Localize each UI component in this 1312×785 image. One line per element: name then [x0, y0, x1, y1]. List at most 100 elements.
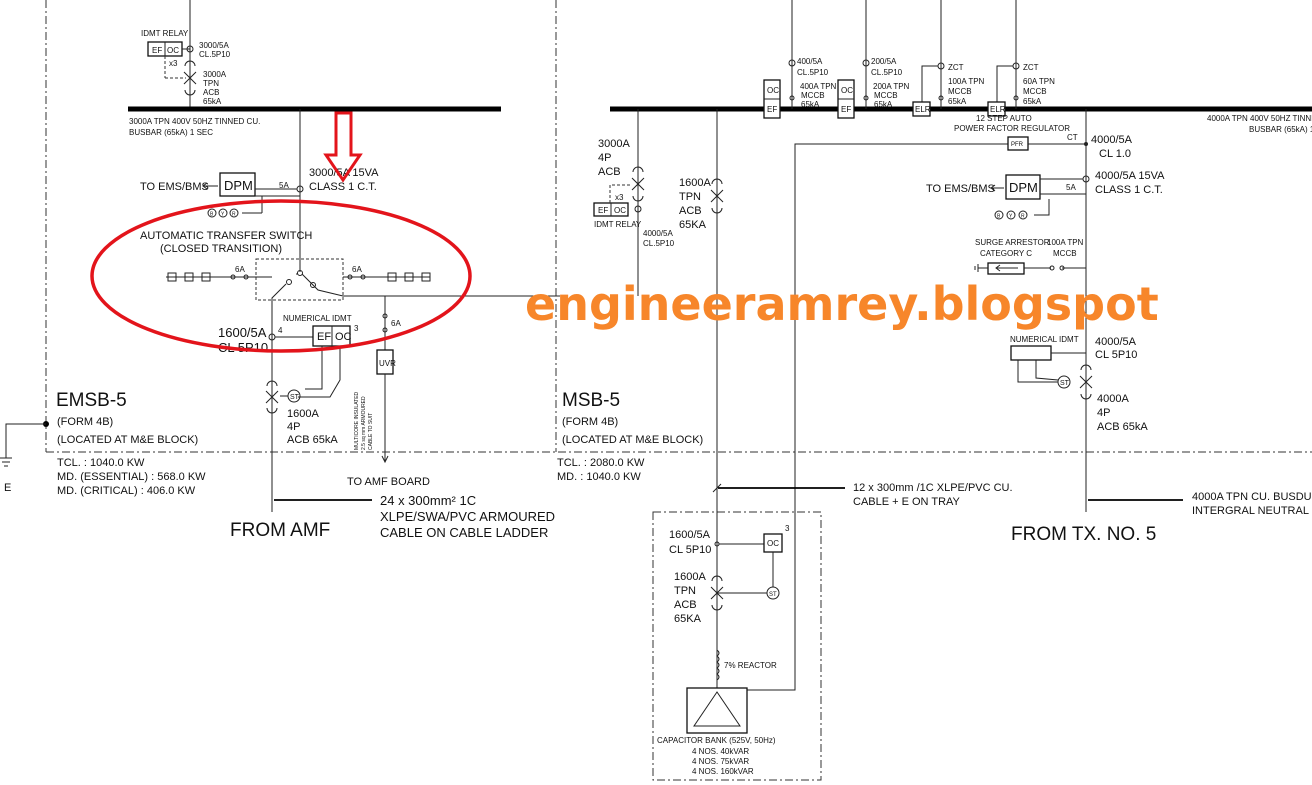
surge-arrestor-category: CATEGORY C	[980, 249, 1032, 258]
shunt-trip-label: ST	[1060, 380, 1070, 387]
md-essential-value: MD. (ESSENTIAL) : 568.0 KW	[57, 471, 206, 483]
pfr-label: PFR	[1011, 142, 1024, 148]
panel-form: (FORM 4B)	[562, 416, 618, 428]
elr-label: ELR	[915, 105, 931, 114]
ct-class-label: CL 5P10	[1095, 349, 1137, 361]
acb-type: ACB	[598, 166, 621, 178]
arrow-left-icon	[990, 184, 1004, 192]
panel-location: (LOCATED AT M&E BLOCK)	[57, 434, 198, 446]
shunt-trip-label: ST	[769, 592, 777, 598]
arrow-left-icon	[202, 182, 218, 190]
busbar-label: 4000A TPN 400V 50HZ TINNED	[1207, 114, 1312, 123]
acb-ka: 65kA	[203, 97, 222, 106]
idmt-count: 3	[354, 324, 359, 333]
ct-class-label: CL 1.0	[1099, 148, 1131, 160]
pfr-title: 12 STEP AUTO	[976, 114, 1032, 123]
ct-class-label: CLASS 1 C.T.	[309, 181, 377, 193]
busduct-label: 4000A TPN CU. BUSDU	[1192, 491, 1312, 503]
dpm-box	[1005, 174, 1041, 200]
acb-rating: 4000A	[1097, 393, 1129, 405]
ef-label: EF	[152, 46, 162, 55]
ct-label: 4000/5A 15VA	[1095, 170, 1165, 182]
acb-poles: 4P	[1097, 407, 1110, 419]
mccb-ka: 65kA	[874, 100, 893, 109]
cable-label: XLPE/SWA/PVC ARMOURED	[380, 509, 555, 524]
busbar-rating: BUSBAR (65kA) 1 SEC	[129, 128, 213, 137]
panel-location: (LOCATED AT M&E BLOCK)	[562, 434, 703, 446]
oc-label: OC	[167, 46, 179, 55]
elr-box	[912, 101, 931, 117]
oc-count: 3	[785, 524, 790, 533]
cable-label: CABLE TO SUIT	[368, 413, 374, 450]
oc-label: OC	[841, 86, 853, 95]
acb-icon	[710, 586, 724, 600]
cable-label: CABLE ON CABLE LADDER	[380, 525, 548, 540]
acb-type: ACB 65kA	[287, 434, 338, 446]
ct-label: 4000/5A	[643, 229, 673, 238]
earth-icon	[0, 423, 46, 467]
fuse-label: 5A	[279, 181, 289, 190]
ct-icon	[186, 45, 194, 53]
ct-class-label: CL 5P10	[669, 544, 711, 556]
acb-icon	[631, 177, 645, 191]
mccb-rating: 100A TPN	[948, 77, 985, 86]
phase-y: Y	[221, 212, 225, 218]
to-ems-label: TO EMS/BMS	[140, 181, 209, 193]
md-critical-value: MD. (CRITICAL) : 406.0 KW	[57, 485, 196, 497]
ct-class-label: CL.5P10	[871, 68, 903, 77]
ct-label: 3000/5A	[199, 41, 229, 50]
mccb-ka: 65kA	[948, 97, 967, 106]
panel-form: (FORM 4B)	[57, 416, 113, 428]
phase-b: B	[997, 214, 1001, 220]
annotation-ats-highlight	[90, 111, 472, 353]
ef-label: EF	[767, 105, 777, 114]
acb-ka: 65KA	[674, 613, 702, 625]
capacitor-step: 4 NOS. 160kVAR	[692, 767, 754, 776]
acb-ka: 65KA	[679, 219, 707, 231]
acb-poles: TPN	[674, 585, 696, 597]
msb-feeder-3: ZCT ELR 100A TPN MCCB 65kA	[912, 0, 985, 117]
fuse-label: 6A	[352, 265, 362, 274]
capacitor-bank-label: CAPACITOR BANK (525V, 50Hz)	[657, 736, 776, 745]
ats-box	[255, 258, 344, 301]
ct-label: 200/5A	[871, 57, 897, 66]
acb-poles: TPN	[679, 191, 701, 203]
idmt-relay-label: IDMT RELAY	[141, 29, 189, 38]
busduct-label: INTERGRAL NEUTRAL &	[1192, 505, 1312, 517]
mccb-type: MCCB	[874, 91, 898, 100]
msb-feeder-4: ZCT ELR 60A TPN MCCB 65kA	[987, 0, 1055, 117]
msb-coupler-3000a: 3000A 4P ACB EF OC x3 IDMT RELAY 4000/5A…	[593, 109, 675, 296]
acb-type: ACB	[203, 88, 219, 97]
acb-poles: TPN	[203, 79, 219, 88]
cable-label: MULTICORE INSULATED	[354, 391, 360, 450]
x3-label: x3	[615, 193, 624, 202]
mccb-rating: 400A TPN	[800, 82, 837, 91]
panel-name: EMSB-5	[56, 390, 127, 411]
emsb-incomer: IDMT RELAY EF OC x3 3000/5A CL.5P10 3000…	[141, 0, 231, 108]
ct-label: ZCT	[1023, 63, 1039, 72]
ats-title: AUTOMATIC TRANSFER SWITCH	[140, 230, 312, 242]
pt-fuses-left	[167, 272, 249, 282]
idmt-label: NUMERICAL IDMT	[283, 314, 352, 323]
pt-fuses-right	[347, 272, 431, 282]
ct-label: 1600/5A	[669, 529, 711, 541]
elr-label: ELR	[990, 105, 1006, 114]
highlight-ellipse	[90, 199, 472, 353]
capacitor-step: 4 NOS. 75kVAR	[692, 757, 749, 766]
reactor-icon	[716, 649, 720, 681]
capacitor-step: 4 NOS. 40kVAR	[692, 747, 749, 756]
ats-subtitle: (CLOSED TRANSITION)	[160, 243, 282, 255]
ef-label: EF	[317, 331, 331, 343]
reactor-label: 7% REACTOR	[724, 661, 777, 670]
numerical-idmt-box	[1010, 345, 1052, 361]
x3-label: x3	[169, 59, 178, 68]
msb-incomer: 12 STEP AUTO POWER FACTOR REGULATOR PFR …	[926, 109, 1312, 545]
ct-class-label: CL.5P10	[199, 50, 231, 59]
acb-type: ACB	[674, 599, 697, 611]
elr-box	[987, 101, 1006, 117]
acb-type: ACB 65kA	[1097, 421, 1148, 433]
uvr-label: UVR	[379, 359, 396, 368]
idmt-label: NUMERICAL IDMT	[1010, 335, 1079, 344]
mccb-rating: 200A TPN	[873, 82, 910, 91]
earth-label: E	[4, 482, 11, 494]
